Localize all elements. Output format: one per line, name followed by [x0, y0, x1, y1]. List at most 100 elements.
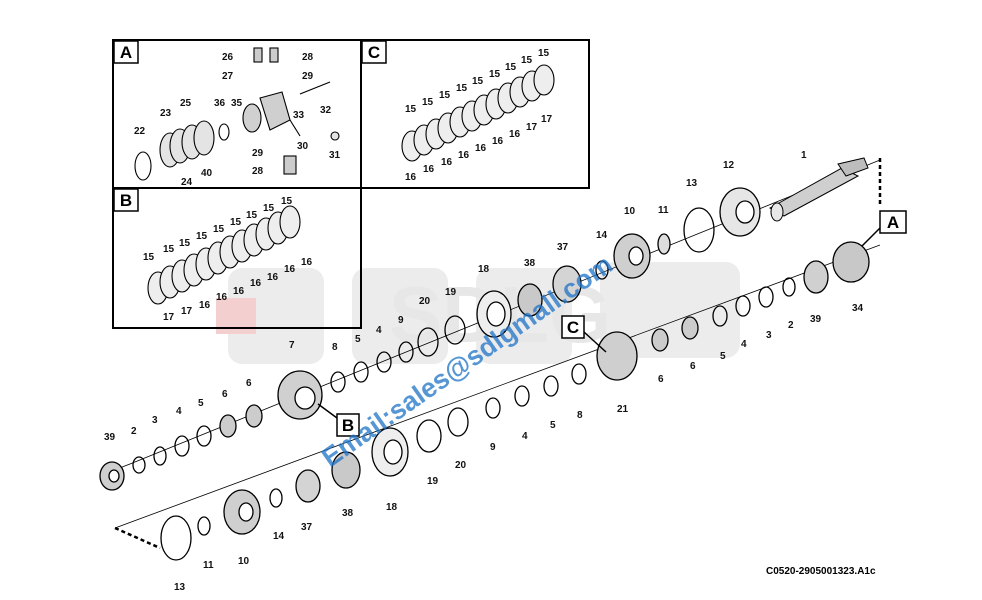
part-label-13: 13: [686, 178, 698, 189]
part-label-21: 21: [617, 404, 629, 415]
part-label-39a: 39: [104, 432, 116, 443]
part-label-2a: 2: [131, 426, 137, 437]
box-tag-b: B: [120, 191, 132, 210]
part-label-16-c4: 16: [458, 150, 470, 161]
callout-b: B: [342, 416, 354, 435]
part-label-15-c3: 15: [439, 90, 451, 101]
part-label-15-b3: 15: [179, 238, 191, 249]
part-label-23: 23: [160, 108, 172, 119]
part-label-15-c5: 15: [472, 76, 484, 87]
lower-row-components: [160, 241, 870, 561]
part-21-clutch: [596, 331, 638, 381]
part-label-15-b5: 15: [213, 224, 225, 235]
part-label-16-c6: 16: [492, 136, 504, 147]
part-label-16-b3: 16: [233, 286, 245, 297]
part-label-11b: 11: [203, 560, 214, 571]
part-label-16-b7: 16: [301, 257, 313, 268]
part-label-38b: 38: [342, 508, 354, 519]
callout-a: A: [887, 213, 899, 232]
part-label-1: 1: [801, 150, 807, 161]
part-label-8: 8: [332, 342, 338, 353]
part-label-8b: 8: [577, 410, 583, 421]
part-label-9: 9: [398, 315, 404, 326]
part-label-18: 18: [478, 264, 490, 275]
part-label-16-b5: 16: [267, 272, 279, 283]
part-label-15-c7: 15: [505, 62, 517, 73]
clutch-disc-stack-b: [147, 205, 301, 305]
part-label-3b: 3: [766, 330, 772, 341]
part-label-4a: 4: [176, 406, 182, 417]
part-label-24: 24: [181, 177, 193, 188]
part-label-34: 34: [852, 303, 864, 314]
part-label-12: 12: [723, 160, 735, 171]
part-label-15-b9: 15: [281, 196, 293, 207]
inset-frames: [112, 39, 590, 329]
part-label-6c: 6: [690, 361, 696, 372]
part-label-11: 11: [658, 205, 669, 216]
part-label-9b: 9: [490, 442, 496, 453]
main-shaft: [768, 157, 869, 222]
part-label-15-c4: 15: [456, 83, 468, 94]
part-label-14b: 14: [273, 531, 285, 542]
part-label-26: 26: [222, 52, 234, 63]
part-label-16-c2: 16: [423, 164, 435, 175]
part-label-4c: 4: [522, 431, 528, 442]
part-label-28b: 28: [252, 166, 264, 177]
part-label-31: 31: [329, 150, 341, 161]
part-label-39b: 39: [810, 314, 822, 325]
part-label-15-c6: 15: [489, 69, 501, 80]
part-label-16-b1: 16: [199, 300, 211, 311]
part-label-5a: 5: [198, 398, 204, 409]
box-a-components: [134, 47, 340, 181]
part-label-13b: 13: [174, 582, 186, 593]
part-label-5b: 5: [720, 351, 726, 362]
part-label-3a: 3: [152, 415, 158, 426]
part-label-14: 14: [596, 230, 608, 241]
part-label-17-c2: 17: [541, 114, 553, 125]
part-label-20: 20: [419, 296, 431, 307]
part-label-16-c1: 16: [405, 172, 417, 183]
part-label-37: 37: [557, 242, 569, 253]
part-label-29b: 29: [252, 148, 264, 159]
part-label-35: 35: [231, 98, 243, 109]
part-label-4: 4: [376, 325, 382, 336]
part-label-10: 10: [624, 206, 636, 217]
part-label-15-b7: 15: [246, 210, 258, 221]
part-label-16-c7: 16: [509, 129, 521, 140]
part-label-15-c9: 15: [538, 48, 550, 59]
part-34-housing: [832, 241, 870, 283]
part-label-5c: 5: [550, 420, 556, 431]
part-label-15-b8: 15: [263, 203, 275, 214]
part-label-16-b4: 16: [250, 278, 262, 289]
part-label-17-b2: 17: [181, 306, 193, 317]
clutch-disc-stack-c: [401, 64, 555, 162]
part-label-19: 19: [445, 287, 457, 298]
part-label-36: 36: [214, 98, 226, 109]
part-labels: 1 12 13 11 10 14 37 38 18 19 20 9 4 5 8 …: [104, 48, 864, 593]
part-label-38: 38: [524, 258, 536, 269]
part-label-15-b6: 15: [230, 217, 242, 228]
part-label-27: 27: [222, 71, 234, 82]
part-label-40: 40: [201, 168, 213, 179]
part-label-37b: 37: [301, 522, 313, 533]
part-label-16-b6: 16: [284, 264, 296, 275]
part-label-16-c5: 16: [475, 143, 487, 154]
part-label-25: 25: [180, 98, 192, 109]
part-label-18b: 18: [386, 502, 398, 513]
part-label-20b: 20: [455, 460, 467, 471]
drawing-code: C0520-2905001323.A1c: [766, 566, 876, 577]
box-tag-c: C: [368, 43, 380, 62]
inset-tags: A C B: [113, 40, 387, 212]
part-label-15-b1: 15: [143, 252, 155, 263]
part-label-4b: 4: [741, 339, 747, 350]
part-label-22: 22: [134, 126, 146, 137]
callout-c: C: [567, 318, 579, 337]
box-tag-a: A: [120, 43, 132, 62]
part-label-15-b4: 15: [196, 231, 208, 242]
part-label-16-c3: 16: [441, 157, 453, 168]
upper-row-components: [99, 187, 761, 491]
part-label-7: 7: [289, 340, 295, 351]
part-label-19b: 19: [427, 476, 439, 487]
part-label-15-c8: 15: [521, 55, 533, 66]
part-label-29a: 29: [302, 71, 314, 82]
